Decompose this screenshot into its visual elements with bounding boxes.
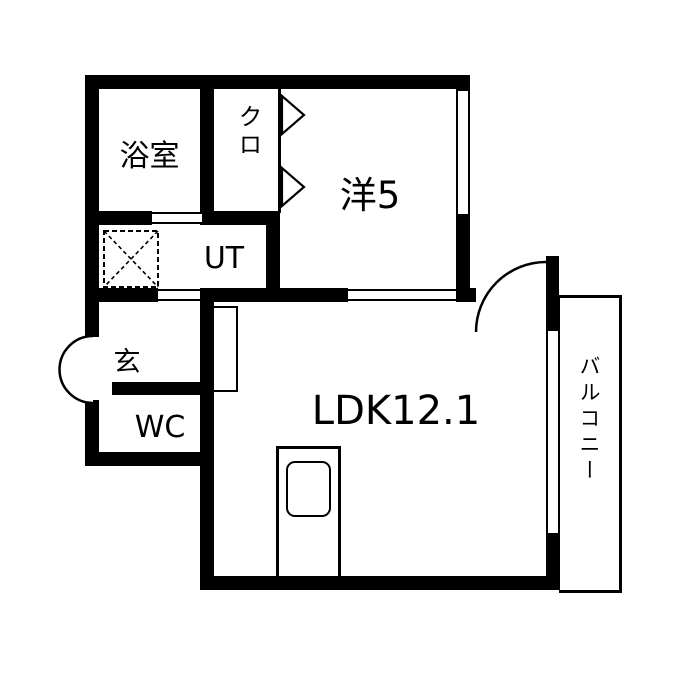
wall-bathroom-bottom-a bbox=[85, 211, 152, 225]
window-western-room bbox=[456, 91, 470, 214]
closet-front-line bbox=[278, 89, 281, 213]
balcony-edge-right bbox=[619, 295, 622, 593]
room-label-toilet: WC bbox=[134, 410, 186, 445]
wall-bathroom-bottom-b bbox=[202, 211, 280, 225]
wall-right-upper-a bbox=[456, 75, 470, 91]
room-label-balcony: バルコニー bbox=[577, 355, 601, 485]
room-label-ldk: LDK12.1 bbox=[311, 388, 481, 434]
opening-hallway bbox=[158, 289, 212, 301]
ldk-door-arc-icon bbox=[474, 260, 547, 333]
wall-mid-a bbox=[85, 288, 158, 302]
wall-balcony-upper bbox=[546, 295, 560, 331]
window-ldk-balcony bbox=[546, 331, 560, 533]
wall-right-upper-b bbox=[456, 214, 470, 302]
wall-balcony-stub bbox=[546, 256, 559, 302]
room-label-bathroom: 浴室 bbox=[119, 139, 180, 174]
wall-ldk-left bbox=[200, 288, 214, 590]
wall-bathroom-right bbox=[200, 75, 214, 225]
bathroom-door-opening bbox=[152, 212, 202, 224]
wall-mid-stub bbox=[456, 288, 476, 302]
washing-machine-pan-icon bbox=[103, 230, 159, 288]
wall-bottom bbox=[200, 576, 560, 590]
kitchen-sink bbox=[286, 461, 331, 517]
sliding-door-western-ldk bbox=[348, 289, 456, 301]
hall-ldk-door-leaf bbox=[212, 306, 238, 392]
room-label-entrance: 玄 bbox=[113, 347, 141, 378]
balcony-edge-top bbox=[559, 295, 622, 298]
room-label-closet: クロ bbox=[234, 104, 262, 160]
room-label-utility: UT bbox=[203, 241, 245, 276]
wall-utility-right bbox=[266, 211, 280, 302]
entry-door-arc-icon bbox=[58, 334, 94, 405]
wall-top bbox=[85, 75, 470, 89]
wall-left-lower bbox=[85, 400, 99, 466]
wall-mid-b bbox=[212, 288, 348, 302]
wall-entrance-wc-divider bbox=[112, 382, 200, 395]
closet-folding-door-icon bbox=[280, 93, 306, 209]
wall-wc-bottom bbox=[85, 452, 214, 466]
room-label-western-room: 洋5 bbox=[339, 174, 401, 217]
wall-balcony-lower bbox=[546, 533, 560, 590]
balcony-edge-bottom bbox=[559, 590, 622, 593]
wall-left-upper bbox=[85, 75, 99, 337]
